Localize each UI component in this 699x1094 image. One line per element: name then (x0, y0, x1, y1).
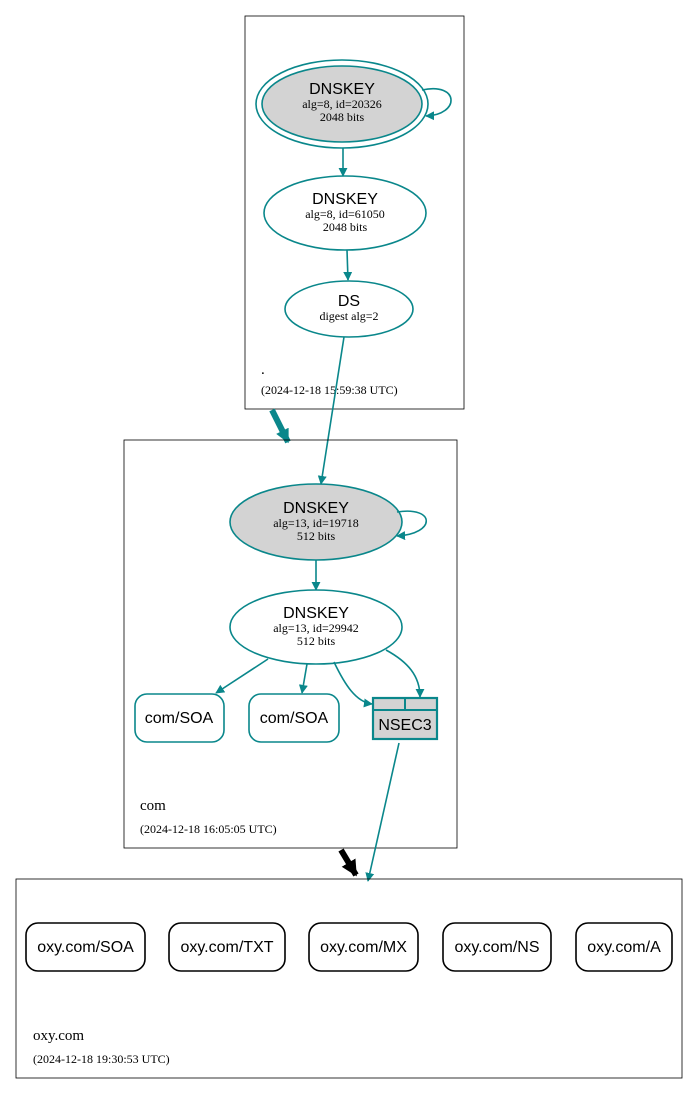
com-ksk-title: DNSKEY (283, 500, 349, 517)
com-zsk-bits: 512 bits (297, 634, 336, 648)
com-zsk-to-soa1-edge (215, 658, 269, 694)
oxy-record-ns[interactable]: oxy.com/NS (442, 922, 552, 972)
oxy-record-a-label: oxy.com/A (587, 939, 661, 956)
com-ksk-self-sign-edge (396, 510, 427, 541)
com-zsk-to-nsec3-edge-a (333, 661, 373, 708)
com-ksk-alg: alg=13, id=19718 (273, 516, 359, 530)
com-soa-node-2[interactable]: com/SOA (248, 693, 340, 743)
nsec3-to-oxy-edge (365, 742, 400, 882)
zone-com-time: (2024-12-18 16:05:05 UTC) (140, 822, 277, 836)
root-zsk-node[interactable]: DNSKEY alg=8, id=61050 2048 bits (263, 175, 427, 251)
oxy-record-txt[interactable]: oxy.com/TXT (168, 922, 286, 972)
com-zsk-to-nsec3-edge-b (385, 649, 425, 698)
root-ksk-title: DNSKEY (309, 81, 375, 98)
oxy-record-soa-label: oxy.com/SOA (37, 939, 134, 956)
com-zsk-node[interactable]: DNSKEY alg=13, id=29942 512 bits (229, 589, 403, 665)
nsec3-node[interactable]: NSEC3 (371, 696, 439, 741)
root-ds-node[interactable]: DS digest alg=2 (284, 280, 414, 338)
root-zsk-to-ds-edge (343, 249, 353, 281)
zone-com-box (123, 439, 458, 849)
root-zsk-alg: alg=8, id=61050 (305, 207, 385, 221)
zone-root: . (2024-12-18 15:59:38 UTC) (244, 15, 465, 410)
com-zsk-title: DNSKEY (283, 605, 349, 622)
root-ksk-node[interactable]: DNSKEY alg=8, id=20326 2048 bits (255, 59, 429, 149)
zone-oxy: oxy.com (2024-12-18 19:30:53 UTC) (15, 878, 683, 1079)
nsec3-label: NSEC3 (378, 717, 431, 734)
com-ksk-node[interactable]: DNSKEY alg=13, id=19718 512 bits (229, 483, 403, 561)
oxy-record-ns-label: oxy.com/NS (454, 939, 539, 956)
oxy-record-soa[interactable]: oxy.com/SOA (25, 922, 146, 972)
root-ksk-bits: 2048 bits (320, 110, 365, 124)
zone-com-name: com (140, 798, 166, 814)
zone-root-name: . (261, 362, 265, 378)
com-zsk-to-soa2-edge (298, 663, 308, 694)
root-to-com-delegation-arrow (269, 408, 291, 444)
root-ksk-alg: alg=8, id=20326 (302, 97, 382, 111)
com-soa-node-1[interactable]: com/SOA (134, 693, 225, 743)
zone-com: com (2024-12-18 16:05:05 UTC) (123, 439, 458, 849)
zone-oxy-name: oxy.com (33, 1028, 84, 1044)
com-to-oxy-delegation-arrow (338, 848, 359, 877)
zone-oxy-box (15, 878, 683, 1079)
oxy-record-txt-label: oxy.com/TXT (180, 939, 273, 956)
com-ksk-bits: 512 bits (297, 529, 336, 543)
root-ds-title: DS (338, 293, 360, 310)
root-ds-to-com-ksk-edge (317, 336, 345, 485)
com-soa-label-1: com/SOA (145, 710, 214, 727)
zone-root-time: (2024-12-18 15:59:38 UTC) (261, 383, 398, 397)
zone-oxy-time: (2024-12-18 19:30:53 UTC) (33, 1052, 170, 1066)
com-zsk-alg: alg=13, id=29942 (273, 621, 359, 635)
root-zsk-title: DNSKEY (312, 191, 378, 208)
zone-root-box (244, 15, 465, 410)
root-ds-digest: digest alg=2 (319, 309, 378, 323)
root-zsk-bits: 2048 bits (323, 220, 368, 234)
oxy-record-a[interactable]: oxy.com/A (575, 922, 673, 972)
com-soa-label-2: com/SOA (260, 710, 329, 727)
oxy-record-mx[interactable]: oxy.com/MX (308, 922, 419, 972)
oxy-record-mx-label: oxy.com/MX (320, 939, 407, 956)
root-ksk-self-sign-edge (421, 87, 452, 121)
